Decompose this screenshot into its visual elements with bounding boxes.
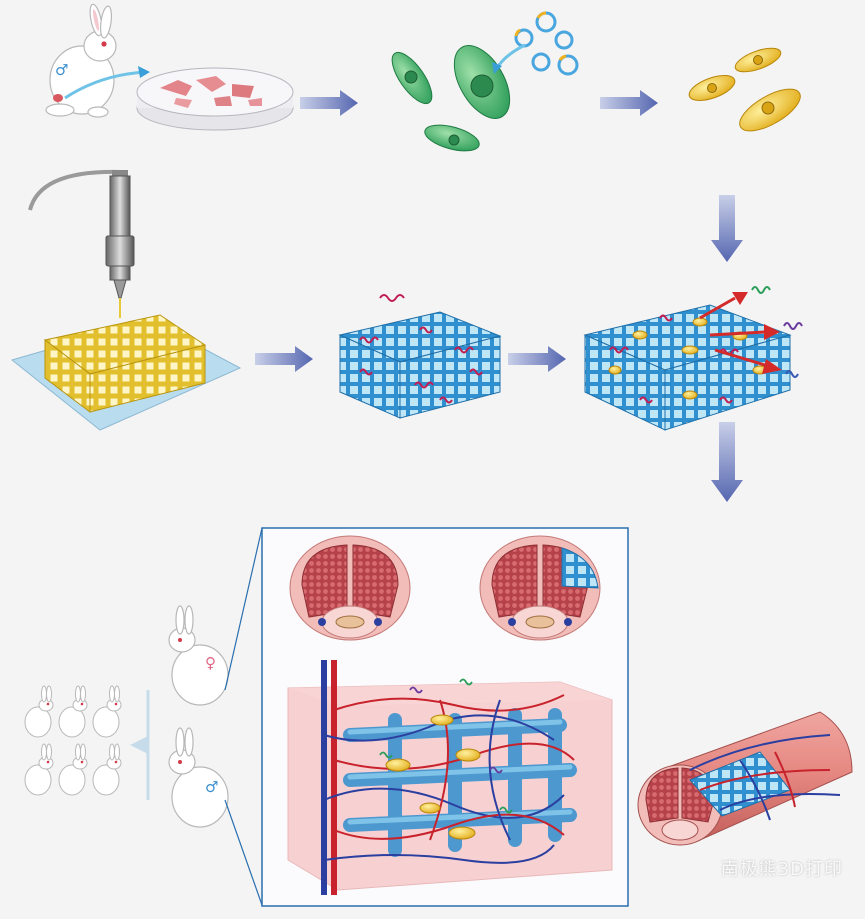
green-cells	[391, 45, 511, 152]
vascularized-tissue-block	[287, 660, 613, 895]
transfection-arrowhead-icon	[492, 62, 502, 74]
callout-line	[224, 527, 263, 691]
secreted-factors	[751, 286, 803, 378]
offspring-rabbits	[24, 685, 122, 796]
bioprinter-nozzle	[28, 169, 135, 318]
petri-dish-tissue	[136, 67, 294, 131]
process-arrow-icon	[508, 346, 566, 372]
cross-section-normal	[289, 535, 411, 641]
breeding-bracket	[130, 690, 150, 800]
parent-rabbit-female	[168, 605, 229, 706]
parent-rabbit-male	[168, 727, 229, 828]
transfer-arrowhead-icon	[138, 66, 150, 78]
secretion-arrows-icon	[699, 292, 782, 374]
callout-line	[224, 799, 263, 906]
process-arrow-icon	[600, 90, 658, 116]
vector-rings	[514, 11, 579, 76]
cell-seeded-scaffold	[583, 304, 792, 431]
transfer-arrow-icon	[64, 70, 146, 100]
process-arrow-down-icon	[711, 422, 743, 502]
offspring-eyes	[46, 702, 118, 764]
process-arrow-down-icon	[711, 195, 743, 262]
transfection-arrow-icon	[495, 43, 526, 69]
implanted-muscle-cylinder	[637, 711, 853, 846]
hydrogel-scaffold-with-factors	[338, 294, 502, 419]
male-symbol: ♂	[205, 778, 218, 796]
process-arrow-icon	[300, 90, 358, 116]
watermark: 南极熊3D打印	[720, 859, 843, 880]
transfected-yellow-cells	[688, 47, 801, 132]
female-symbol: ♀	[205, 654, 216, 672]
process-arrow-icon	[255, 346, 313, 372]
cross-section-repaired	[479, 535, 601, 641]
printed-yellow-scaffold	[43, 314, 207, 414]
male-symbol: ♂	[55, 61, 68, 79]
